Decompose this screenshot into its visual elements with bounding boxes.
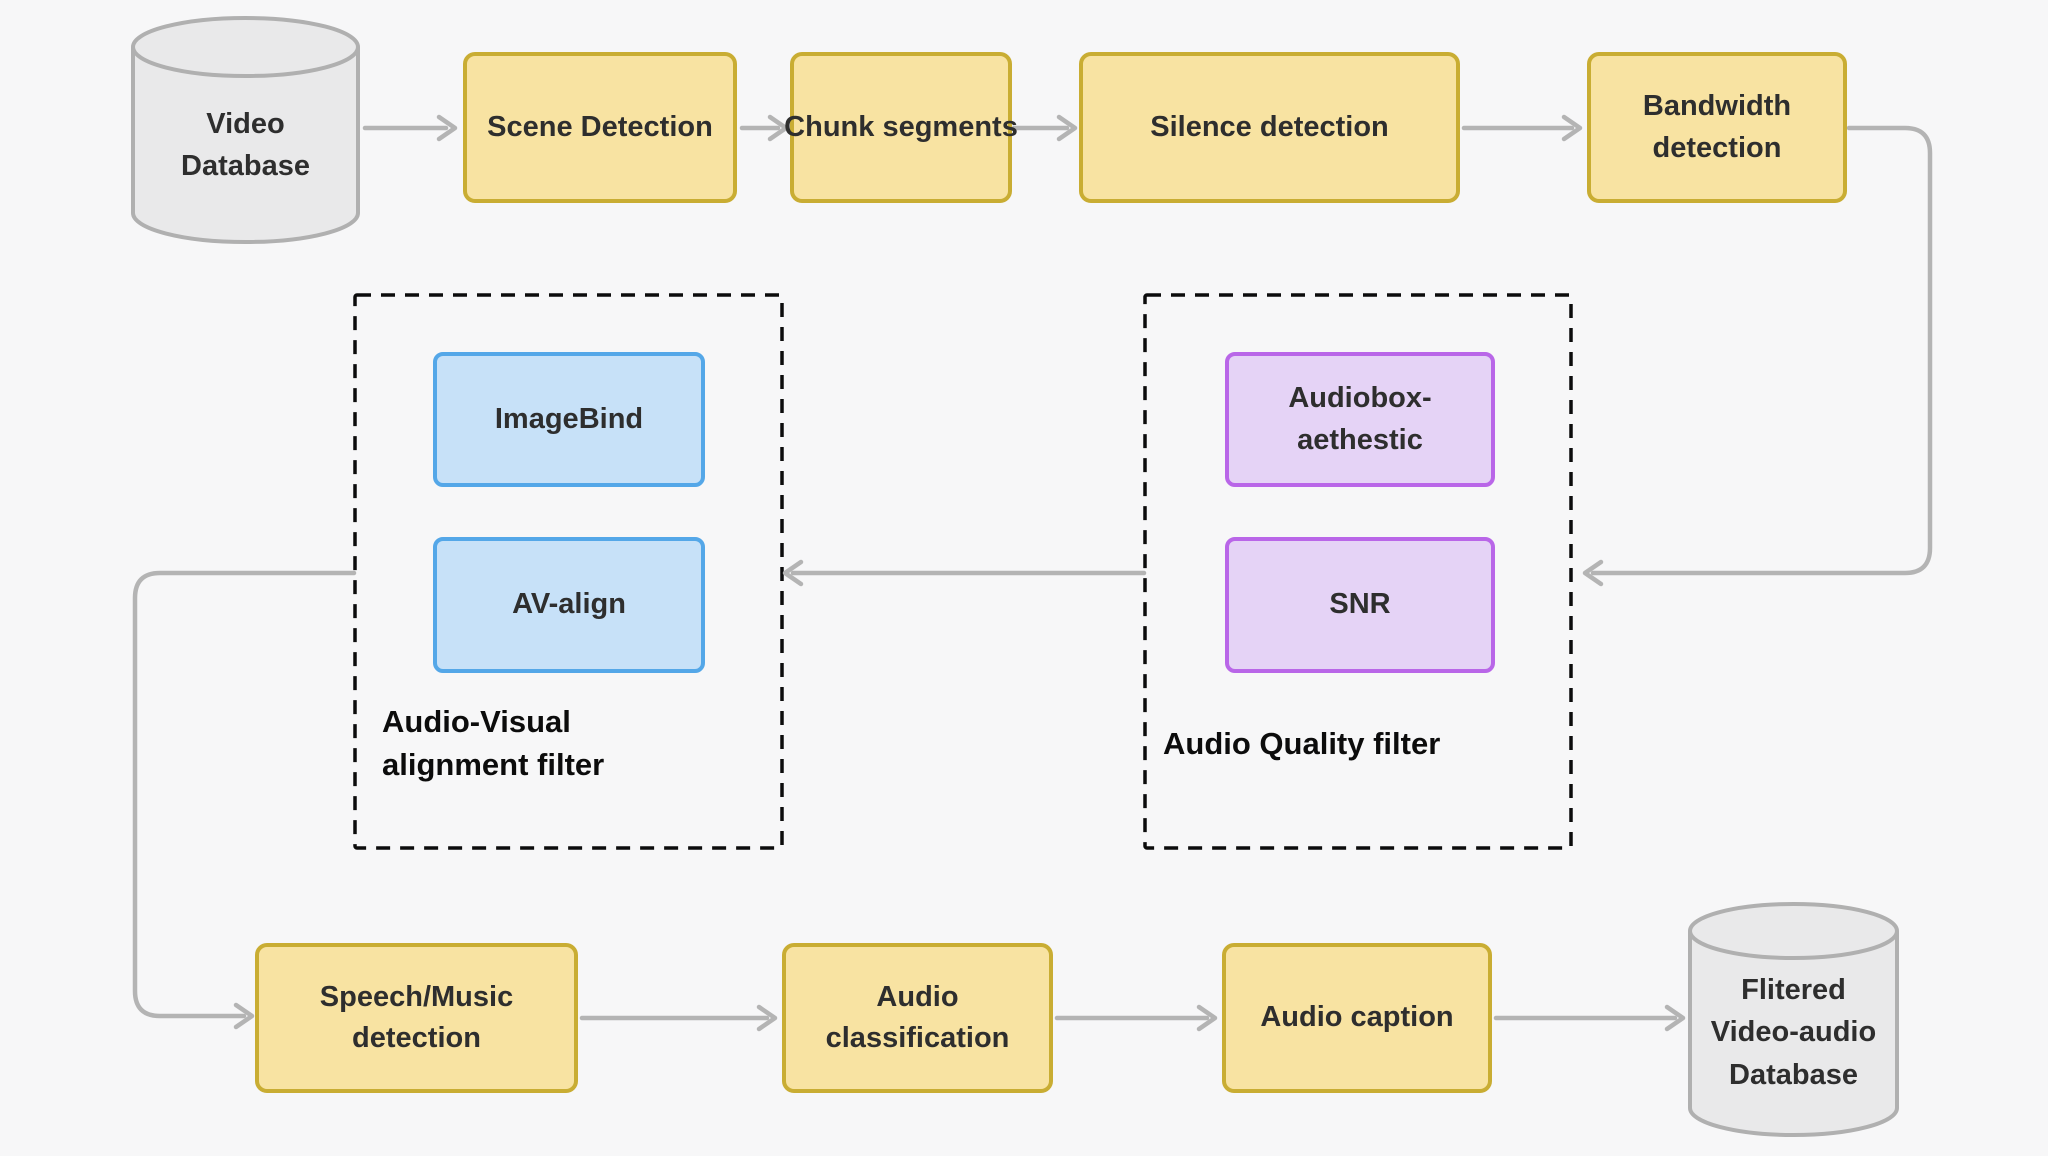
node-chunk-segments: Chunk segments: [784, 52, 1018, 203]
node-label: Chunk segments: [784, 110, 1018, 143]
video-database-label: Video Database: [133, 60, 358, 230]
node-label: Bandwidth: [1642, 90, 1792, 123]
arrow-av-alignment-filter-to-speech-music-detection: [132, 570, 357, 1030]
arrow-audio-classification-to-audio-caption: [1054, 1004, 1218, 1032]
node-audio-classification: Audio classification: [782, 943, 1053, 1093]
node-scene-detection: Scene Detection: [463, 52, 737, 203]
node-label: detection: [352, 1022, 481, 1054]
arrow-chunk-segments-to-silence-detection: [1011, 114, 1078, 142]
node-label: Scene Detection: [487, 110, 713, 143]
arrow-audio-quality-filter-to-av-alignment-filter: [782, 559, 1147, 587]
node-imagebind: ImageBind: [433, 352, 705, 487]
video-database-label-line: Video: [206, 107, 285, 140]
group-label-line: Audio Quality filter: [1163, 726, 1441, 761]
node-speech-music-detection: Speech/Music detection: [255, 943, 578, 1093]
node-snr: SNR: [1225, 537, 1495, 673]
filtered-database-label-line: Video-audio: [1710, 1016, 1877, 1049]
node-label: Speech/Music: [319, 980, 514, 1013]
filtered-database-label: Flitered Video-audio Database: [1690, 940, 1897, 1125]
node-label: SNR: [1329, 588, 1391, 621]
video-database-label-line: Database: [181, 150, 310, 182]
node-label: aethestic: [1297, 423, 1423, 456]
node-label: Silence detection: [1150, 110, 1389, 143]
node-av-align: AV-align: [433, 537, 705, 673]
video-database-cylinder: [131, 16, 360, 244]
node-audiobox-aethestic: Audiobox- aethestic: [1225, 352, 1495, 487]
node-label: ImageBind: [494, 402, 644, 435]
arrow-audio-caption-to-filtered-db: [1493, 1004, 1686, 1032]
node-label: detection: [1652, 131, 1782, 164]
arrow-scene-detection-to-chunk-segments: [739, 114, 789, 142]
node-label: AV-align: [512, 588, 626, 621]
node-silence-detection: Silence detection: [1079, 52, 1460, 203]
node-bandwidth-detection: Bandwidth detection: [1587, 52, 1847, 203]
node-label: Audio: [876, 980, 959, 1013]
arrow-silence-detection-to-bandwidth-detection: [1461, 114, 1583, 142]
audio-visual-alignment-filter-label: Audio-Visual alignment filter: [382, 700, 604, 787]
audio-quality-filter-label: Audio Quality filter: [1163, 722, 1440, 765]
group-label-line: Audio-Visual: [382, 704, 571, 739]
node-label: Audio caption: [1260, 1001, 1454, 1034]
filtered-database-cylinder: [1688, 902, 1899, 1137]
arrow-bandwidth-detection-to-audio-quality-filter: [1582, 125, 1933, 587]
node-label: Audiobox-: [1288, 382, 1432, 415]
arrow-video-db-to-scene-detection: [362, 114, 458, 142]
audio-visual-alignment-filter-frame: [353, 293, 784, 850]
node-audio-caption: Audio caption: [1222, 943, 1492, 1093]
filtered-database-label-line: Flitered: [1741, 974, 1846, 1007]
node-label: classification: [825, 1022, 1010, 1054]
arrow-speech-music-to-audio-classification: [579, 1004, 778, 1032]
group-label-line: alignment filter: [382, 747, 605, 783]
audio-quality-filter-frame: [1143, 293, 1573, 850]
filtered-database-label-line: Database: [1729, 1058, 1858, 1091]
